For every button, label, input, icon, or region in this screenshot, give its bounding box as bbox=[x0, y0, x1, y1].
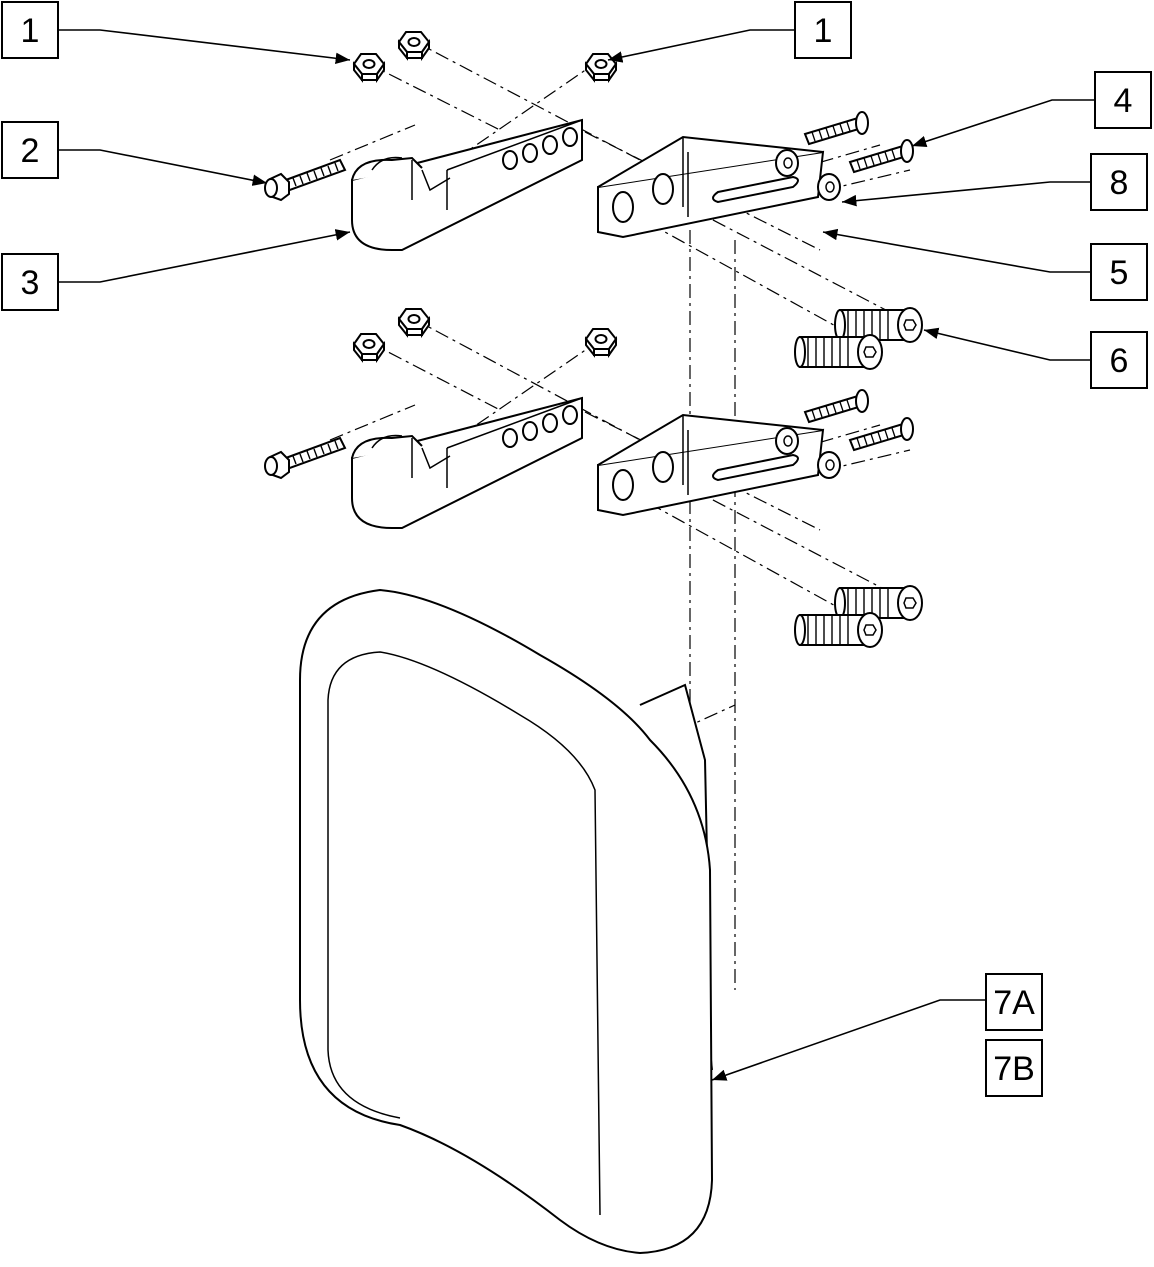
callout-8: 8 bbox=[1090, 153, 1148, 211]
callout-2: 2 bbox=[1, 121, 59, 179]
svg-text:1: 1 bbox=[814, 12, 833, 50]
svg-text:8: 8 bbox=[1110, 164, 1129, 202]
callout-3: 3 bbox=[1, 253, 59, 311]
screw-lower-2 bbox=[794, 612, 883, 648]
washer-upper-1 bbox=[775, 149, 799, 177]
assembly-lines-upper bbox=[329, 39, 911, 346]
callout-7b: 7B bbox=[985, 1039, 1043, 1097]
callout-6: 6 bbox=[1090, 331, 1148, 389]
nut-lower-right bbox=[585, 328, 617, 356]
svg-text:7A: 7A bbox=[993, 984, 1035, 1022]
svg-text:2: 2 bbox=[21, 132, 40, 170]
hex-bolt-upper bbox=[264, 159, 346, 201]
svg-text:4: 4 bbox=[1114, 82, 1133, 120]
callout-4: 4 bbox=[1094, 71, 1152, 129]
washer-lower-2 bbox=[817, 451, 841, 479]
clamp-lower bbox=[351, 397, 583, 529]
small-bolt-upper-2 bbox=[849, 139, 914, 173]
svg-text:3: 3 bbox=[21, 264, 40, 302]
nut-upper-right bbox=[585, 53, 617, 81]
small-bolt-lower-2 bbox=[849, 417, 914, 451]
clamp-upper bbox=[351, 119, 583, 251]
svg-text:7B: 7B bbox=[993, 1050, 1035, 1088]
small-bolt-upper-1 bbox=[804, 111, 869, 145]
washer-lower-1 bbox=[775, 427, 799, 455]
svg-text:6: 6 bbox=[1110, 342, 1129, 380]
callout-7a: 7A bbox=[985, 973, 1043, 1031]
callout-5: 5 bbox=[1090, 243, 1148, 301]
leader-lines bbox=[58, 29, 1095, 1081]
nut-lower-middle bbox=[398, 308, 430, 336]
screw-upper-2 bbox=[794, 334, 883, 370]
hex-bolt-lower bbox=[264, 437, 346, 479]
callout-1-left: 1 bbox=[1, 1, 59, 59]
washer-upper-2 bbox=[817, 173, 841, 201]
callout-1-right: 1 bbox=[794, 1, 852, 59]
nut-lower-left bbox=[353, 333, 385, 361]
svg-text:5: 5 bbox=[1110, 254, 1129, 292]
nut-upper-middle bbox=[398, 31, 430, 59]
pad-cushion bbox=[299, 588, 714, 1255]
small-bolt-lower-1 bbox=[804, 389, 869, 423]
nut-upper-left bbox=[353, 53, 385, 81]
svg-text:1: 1 bbox=[21, 12, 40, 50]
